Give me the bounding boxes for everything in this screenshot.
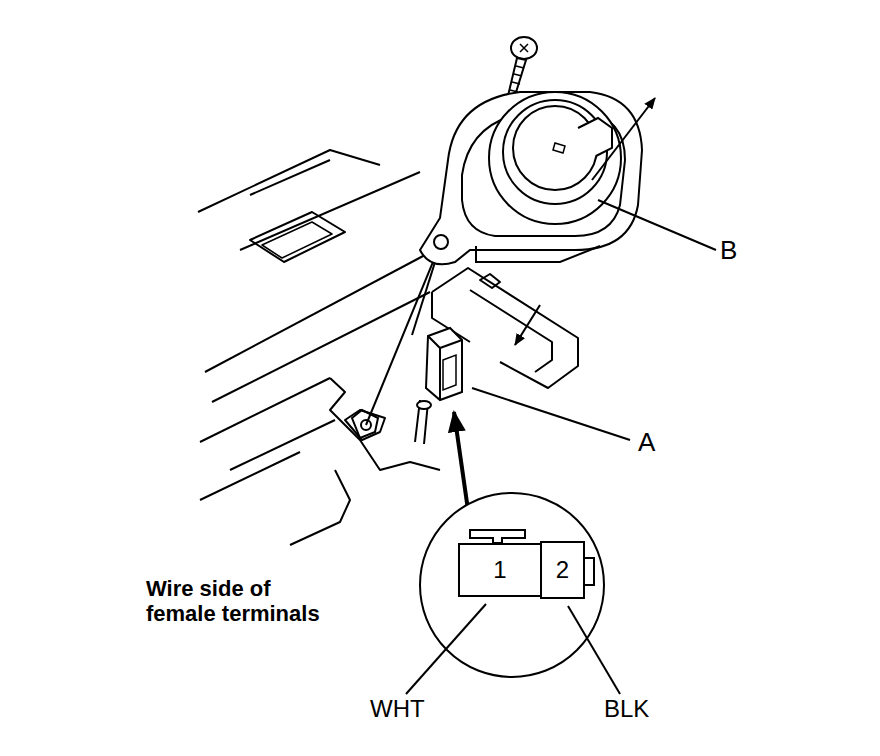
- pin-number: 2: [556, 558, 569, 582]
- arrows-and-leaders: [515, 305, 540, 345]
- console-panel: [250, 212, 345, 262]
- switch-b: [513, 106, 597, 190]
- switch-b: [434, 235, 448, 249]
- console-panel: [290, 470, 350, 545]
- part-letter: A: [638, 428, 655, 458]
- switch-recess: [480, 274, 500, 288]
- console-panel: [198, 150, 440, 545]
- arrows-and-leaders: [472, 388, 630, 440]
- connector-a: [417, 401, 431, 409]
- connector-a: [428, 336, 462, 400]
- wire-color: BLK: [604, 695, 649, 723]
- wire-color: WHT: [370, 695, 425, 723]
- switch-b: [489, 92, 621, 224]
- screw: [510, 66, 524, 92]
- connector-inset: [568, 606, 620, 694]
- console-panel: [200, 452, 300, 500]
- console-panel: [230, 420, 335, 470]
- screw: [520, 44, 528, 52]
- mounting-lines: [361, 420, 371, 430]
- switch-recess: [470, 290, 552, 372]
- view-note: Wire side of female terminals: [146, 576, 334, 627]
- connector-a: [426, 328, 462, 400]
- arrows-and-leaders: [592, 98, 655, 180]
- mounting-lines: [352, 410, 378, 438]
- console-panel: [330, 378, 440, 470]
- console-panel: [262, 222, 332, 258]
- console-panel: [250, 160, 330, 195]
- console-panel: [345, 410, 385, 440]
- arrows-and-leaders: [598, 200, 716, 250]
- switch-b: [553, 143, 565, 153]
- screw: [511, 37, 537, 59]
- connector-inset: [420, 493, 604, 677]
- arrows-and-leaders: [454, 98, 716, 538]
- terminal-cavity: 2: [540, 541, 585, 599]
- console-panel: [205, 255, 425, 372]
- switch-b: [476, 246, 600, 262]
- switch-b: [420, 92, 642, 264]
- connector-inset: [470, 530, 525, 543]
- switch-b: [503, 100, 607, 204]
- switch-b: [420, 92, 642, 264]
- console-panel: [198, 150, 380, 212]
- switch-b: [578, 118, 612, 156]
- part-letter: B: [720, 236, 737, 266]
- pin-number: 1: [493, 558, 506, 582]
- terminal-cavity: 1: [458, 543, 542, 597]
- connector-inset: [406, 604, 486, 694]
- connector-a: [443, 355, 456, 390]
- connector-a: [415, 328, 462, 444]
- connector-inset: [406, 493, 620, 694]
